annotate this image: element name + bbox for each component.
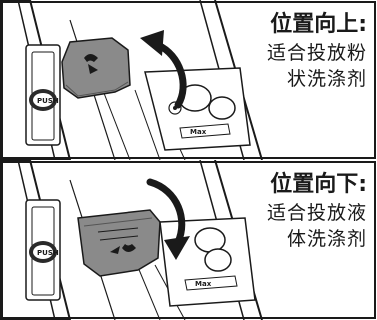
panel-position-down: PUSH Max 位置向下: 适合投放液 体洗涤剂: [0, 160, 377, 320]
caption-line-1: 适合投放液: [266, 202, 367, 224]
caption-line-2: 状洗涤剂: [286, 68, 367, 90]
push-button-housing: [25, 199, 61, 301]
push-label: PUSH: [37, 97, 59, 105]
push-button-housing: [25, 44, 61, 146]
caption-line-1: 适合投放粉: [266, 42, 367, 64]
liquid-compartment: [159, 217, 256, 307]
caption-line-2: 体洗涤剂: [286, 228, 367, 250]
curved-arrow-down-icon: [146, 178, 190, 260]
drawer-illustration-down: PUSH Max: [0, 160, 263, 320]
panel-position-up: PUSH Max 位置向上: 适合投放粉 状洗涤剂: [0, 0, 377, 160]
push-label: PUSH: [37, 249, 59, 257]
detergent-flap-lowered: [77, 209, 161, 277]
max-label: Max: [190, 128, 207, 136]
powder-compartment: [144, 67, 251, 151]
caption-title: 位置向上:: [270, 12, 367, 37]
detergent-flap-raised: [61, 37, 131, 99]
curved-arrow-up-icon: [140, 30, 187, 109]
max-label: Max: [195, 280, 212, 288]
caption-position-down: 位置向下: 适合投放液 体洗涤剂: [266, 170, 367, 252]
caption-position-up: 位置向上: 适合投放粉 状洗涤剂: [266, 10, 367, 92]
caption-title: 位置向下:: [270, 172, 367, 197]
